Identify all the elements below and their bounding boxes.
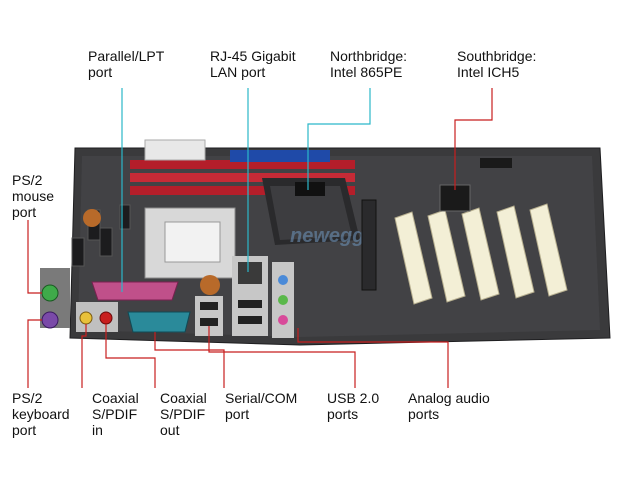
spdif-in-connector [79, 311, 93, 325]
label-audio-ports: Analog audio ports [408, 390, 490, 422]
rear-io-panel [40, 256, 294, 338]
label-northbridge: Northbridge: Intel 865PE [330, 48, 408, 80]
label-spdif-in: Coaxial S/PDIF in [92, 390, 139, 438]
ps2-keyboard-connector [41, 311, 59, 329]
usb-port-connector [200, 302, 218, 310]
memory-slots [130, 139, 355, 195]
label-southbridge: Southbridge: Intel ICH5 [457, 48, 537, 80]
label-parallel-port: Parallel/LPT port [88, 48, 165, 80]
ps2-mouse-connector [41, 284, 59, 302]
spdif-out-connector [99, 311, 113, 325]
leader-lines-red [27, 88, 493, 388]
label-rj45-port: RJ-45 Gigabit LAN port [210, 48, 296, 80]
audio-line-out [278, 295, 288, 305]
northbridge-heatsink [262, 178, 360, 245]
label-usb-ports: USB 2.0 ports [327, 390, 380, 422]
parallel-port-connector [91, 281, 179, 301]
watermark-newegg: newegg [290, 225, 364, 247]
rj45-connector [238, 262, 262, 284]
audio-line-in [278, 275, 288, 285]
label-ps2-mouse-port: PS/2 mouse port [12, 172, 55, 220]
label-serial-port: Serial/COM port [225, 390, 298, 422]
label-spdif-out: Coaxial S/PDIF out [160, 390, 207, 438]
serial-port-connector [127, 311, 191, 333]
label-ps2-keyboard-port: PS/2 keyboard port [12, 390, 70, 438]
pci-slots [394, 203, 568, 305]
agp-slot [361, 199, 377, 291]
leader-lines-cyan [121, 88, 371, 292]
usb-port-connector-2 [200, 318, 218, 326]
audio-mic [278, 315, 288, 325]
